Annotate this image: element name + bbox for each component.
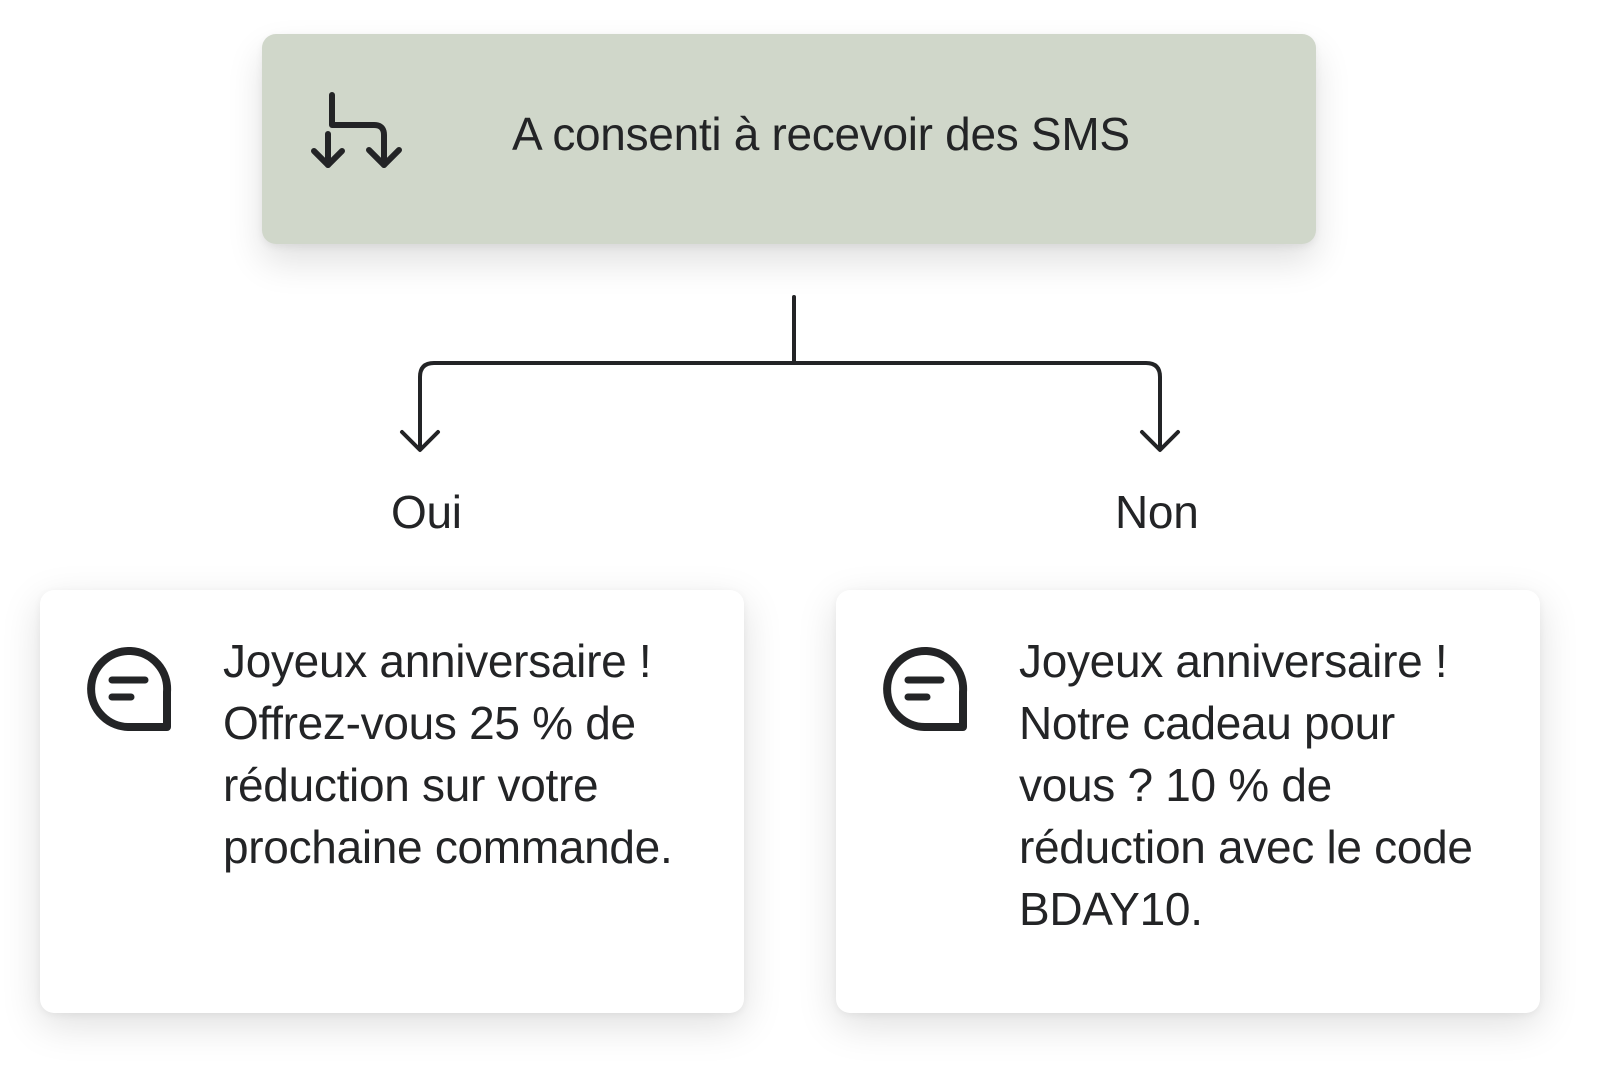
sms-message-text: Joyeux anniversaire ! Notre cadeau pour … [1019, 635, 1473, 935]
conditional-split-node[interactable]: A consenti à recevoir des SMS [262, 34, 1316, 244]
chat-bubble-icon [883, 647, 968, 731]
branch-label-yes: Oui [391, 486, 462, 538]
sms-message-text: Joyeux anniversaire ! Offrez-vous 25 % d… [223, 635, 673, 873]
branch-label-no: Non [1115, 486, 1199, 538]
split-arrows-icon [311, 92, 402, 168]
sms-message-card-yes[interactable]: Joyeux anniversaire ! Offrez-vous 25 % d… [40, 590, 744, 1013]
condition-label: A consenti à recevoir des SMS [512, 108, 1130, 160]
chat-bubble-icon [87, 647, 172, 731]
sms-message-card-no[interactable]: Joyeux anniversaire ! Notre cadeau pour … [836, 590, 1540, 1013]
